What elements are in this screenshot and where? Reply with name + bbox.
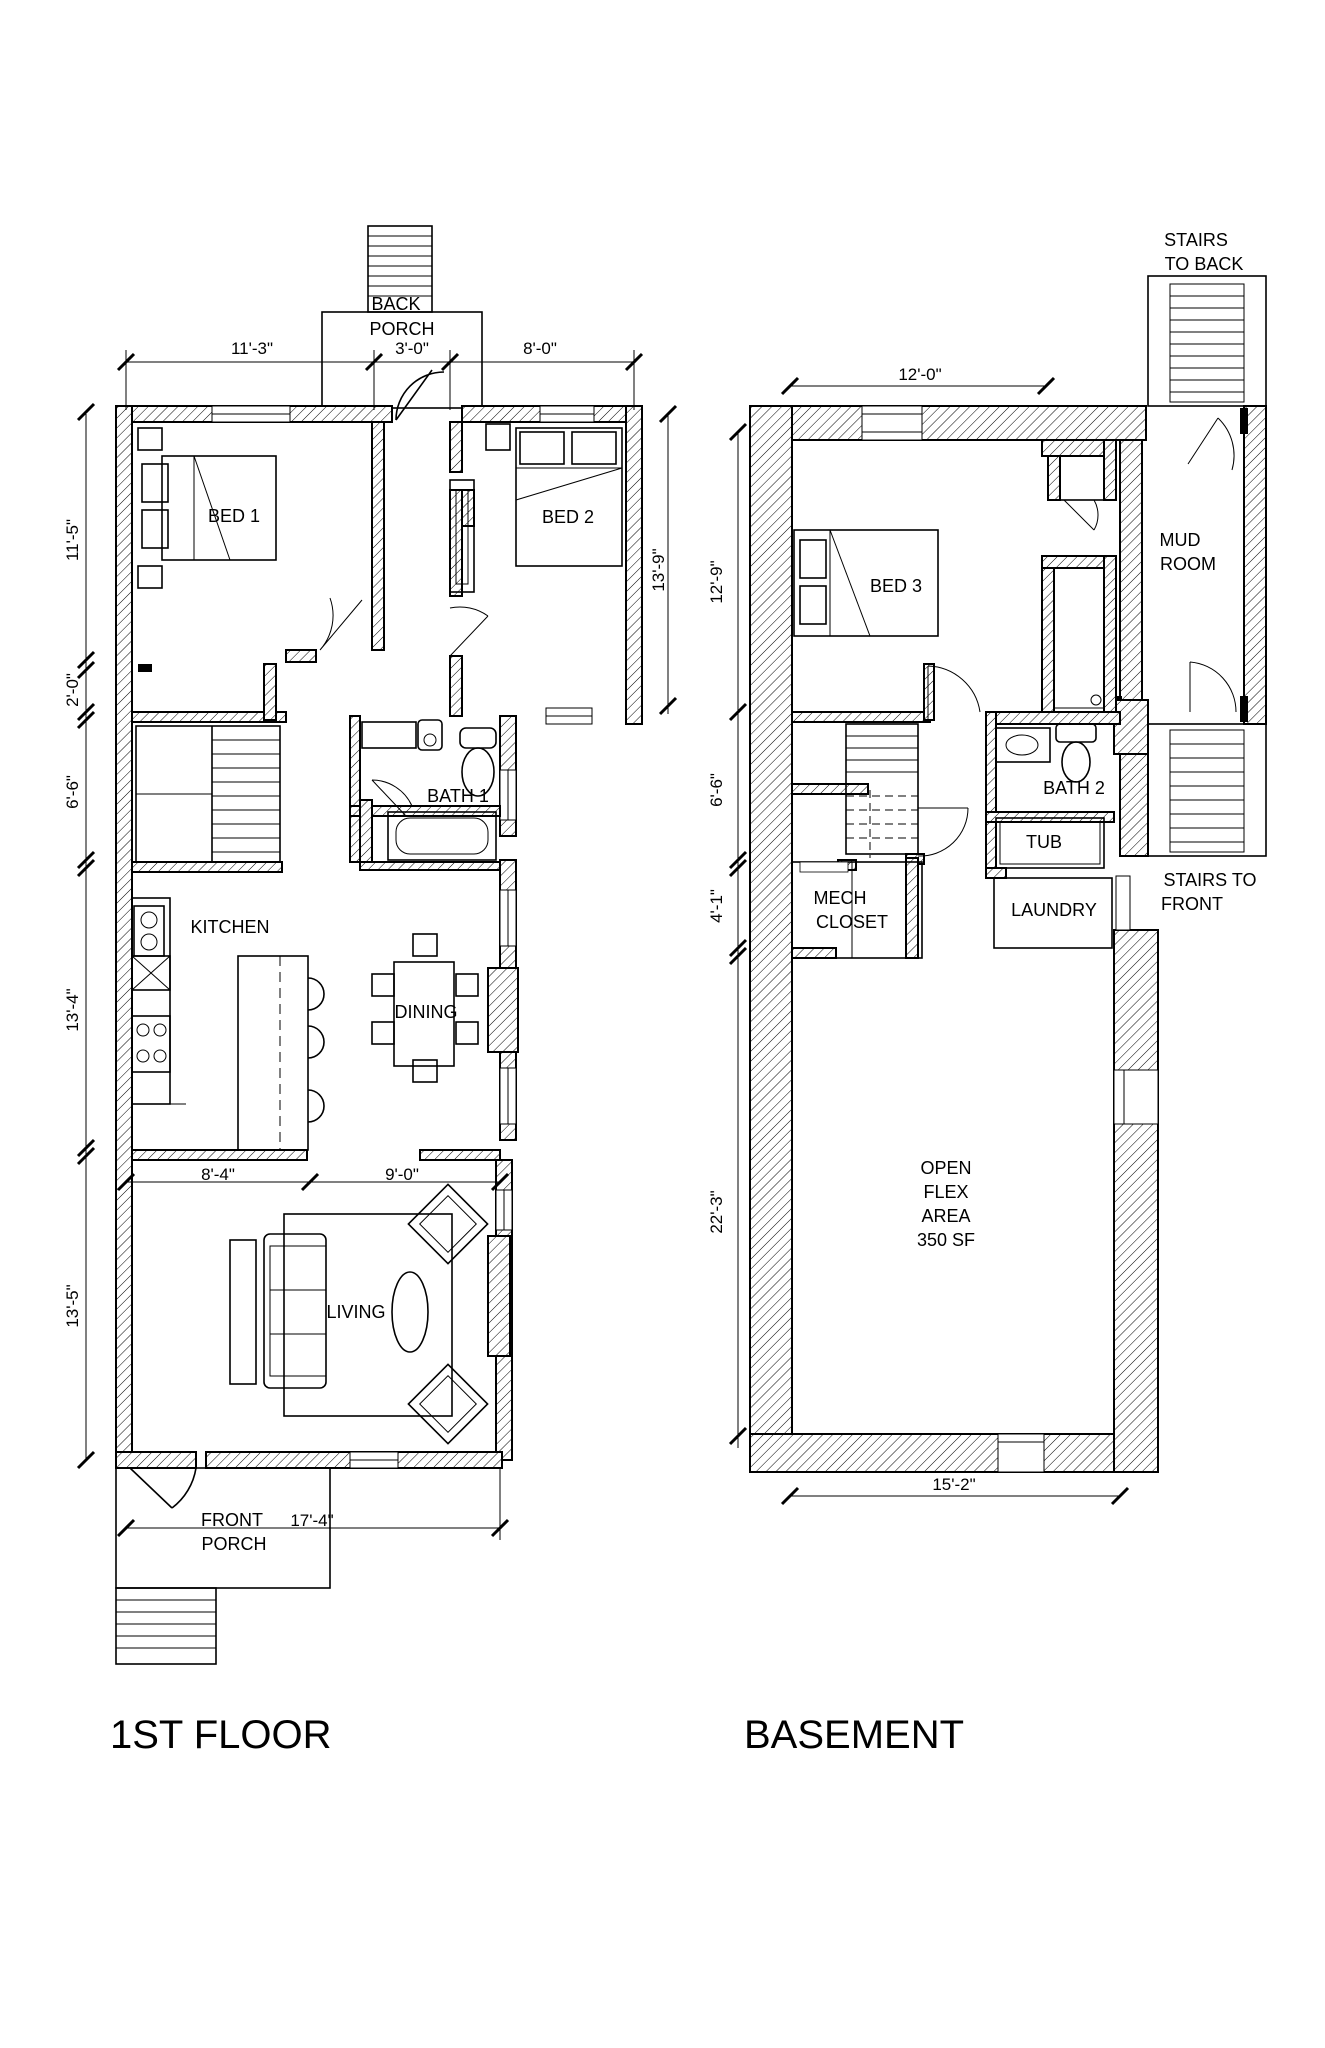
kitchen-fixtures xyxy=(131,897,325,1151)
bed-3-furniture xyxy=(793,529,939,637)
first-floor-stairs xyxy=(135,725,281,863)
bed-1-furniture xyxy=(137,427,277,589)
basement-dimensions xyxy=(728,376,1130,1506)
dim-basement-bottom: 15'-2" xyxy=(932,1475,975,1494)
basement-exterior-walls xyxy=(749,405,1159,1473)
first-floor-plan: BACK PORCH xyxy=(63,225,678,1665)
first-floor-windows xyxy=(211,405,595,1469)
mech-closet-label-1: MECH xyxy=(814,888,867,908)
dim-first-top-mid: 3'-0" xyxy=(395,339,429,358)
dining-table-set xyxy=(371,933,479,1083)
living-label: LIVING xyxy=(326,1302,385,1322)
dim-first-left-2: 2'-0" xyxy=(63,673,82,707)
dim-first-right-bed2: 13'-9" xyxy=(649,548,668,591)
dim-first-top-right: 8'-0" xyxy=(523,339,557,358)
kitchen-label: KITCHEN xyxy=(190,917,269,937)
basement-title: BASEMENT xyxy=(744,1713,964,1757)
first-floor-title: 1ST FLOOR xyxy=(110,1713,332,1757)
dim-first-mid-left: 8'-4" xyxy=(201,1165,235,1184)
dim-first-bottom: 17'-4" xyxy=(290,1511,333,1530)
stairs-to-back xyxy=(1147,275,1267,407)
first-floor-dimensions xyxy=(76,350,678,1540)
dim-basement-top: 12'-0" xyxy=(898,365,941,384)
living-furniture xyxy=(229,1183,489,1445)
bath-2-fixtures xyxy=(995,723,1097,783)
bath-2-label: BATH 2 xyxy=(1043,778,1105,798)
tub-label: TUB xyxy=(1026,832,1062,852)
mud-room-label-1: MUD xyxy=(1160,530,1201,550)
front-porch xyxy=(115,1467,331,1665)
dim-first-left-1: 11'-5" xyxy=(63,519,82,561)
flex-label-3: AREA xyxy=(921,1206,970,1226)
bed-2-furniture xyxy=(485,423,623,567)
dim-first-left-4: 13'-4" xyxy=(63,988,82,1031)
stairs-back-label-2: TO BACK xyxy=(1165,254,1244,274)
front-porch-label-1: FRONT xyxy=(201,1510,263,1530)
stairs-back-label-1: STAIRS xyxy=(1164,230,1228,250)
dim-basement-left-4: 22'-3" xyxy=(707,1190,726,1233)
back-porch-label-2: PORCH xyxy=(369,319,434,339)
bath-1-fixtures xyxy=(361,719,497,861)
first-floor-doors xyxy=(129,369,489,1509)
dim-first-top-left: 11'-3" xyxy=(231,339,273,358)
bed-3-label: BED 3 xyxy=(870,576,922,596)
basement-plan: STAIRS TO BACK STAIRS TO FRONT xyxy=(707,230,1267,1506)
first-floor-interior-walls xyxy=(131,421,501,1161)
mech-closet xyxy=(791,861,923,959)
dim-first-left-3: 6'-6" xyxy=(63,775,82,809)
back-porch-deck xyxy=(321,311,483,409)
dim-basement-left-2: 6'-6" xyxy=(707,773,726,807)
front-porch-label-2: PORCH xyxy=(201,1534,266,1554)
dim-first-mid-right: 9'-0" xyxy=(385,1165,419,1184)
bed-1-label: BED 1 xyxy=(208,506,260,526)
flex-label-1: OPEN xyxy=(920,1158,971,1178)
flex-label-2: FLEX xyxy=(923,1182,968,1202)
dim-first-left-5: 13'-5" xyxy=(63,1284,82,1327)
bed-2-label: BED 2 xyxy=(542,507,594,527)
mech-closet-label-2: CLOSET xyxy=(816,912,888,932)
basement-windows xyxy=(861,405,1159,1473)
dining-label: DINING xyxy=(395,1002,458,1022)
stairs-to-front xyxy=(1147,723,1267,857)
flex-label-4: 350 SF xyxy=(917,1230,975,1250)
stairs-front-label-1: STAIRS TO xyxy=(1163,870,1256,890)
mud-room-label-2: ROOM xyxy=(1160,554,1216,574)
basement-interior-walls xyxy=(791,439,1121,959)
dim-basement-left-1: 12'-9" xyxy=(707,560,726,603)
stairs-front-label-2: FRONT xyxy=(1161,894,1223,914)
laundry-label: LAUNDRY xyxy=(1011,900,1097,920)
basement-stairs xyxy=(845,723,919,858)
back-porch-label-1: BACK xyxy=(371,294,420,314)
dim-basement-left-3: 4'-1" xyxy=(707,889,726,923)
bath-1-label: BATH 1 xyxy=(427,786,489,806)
